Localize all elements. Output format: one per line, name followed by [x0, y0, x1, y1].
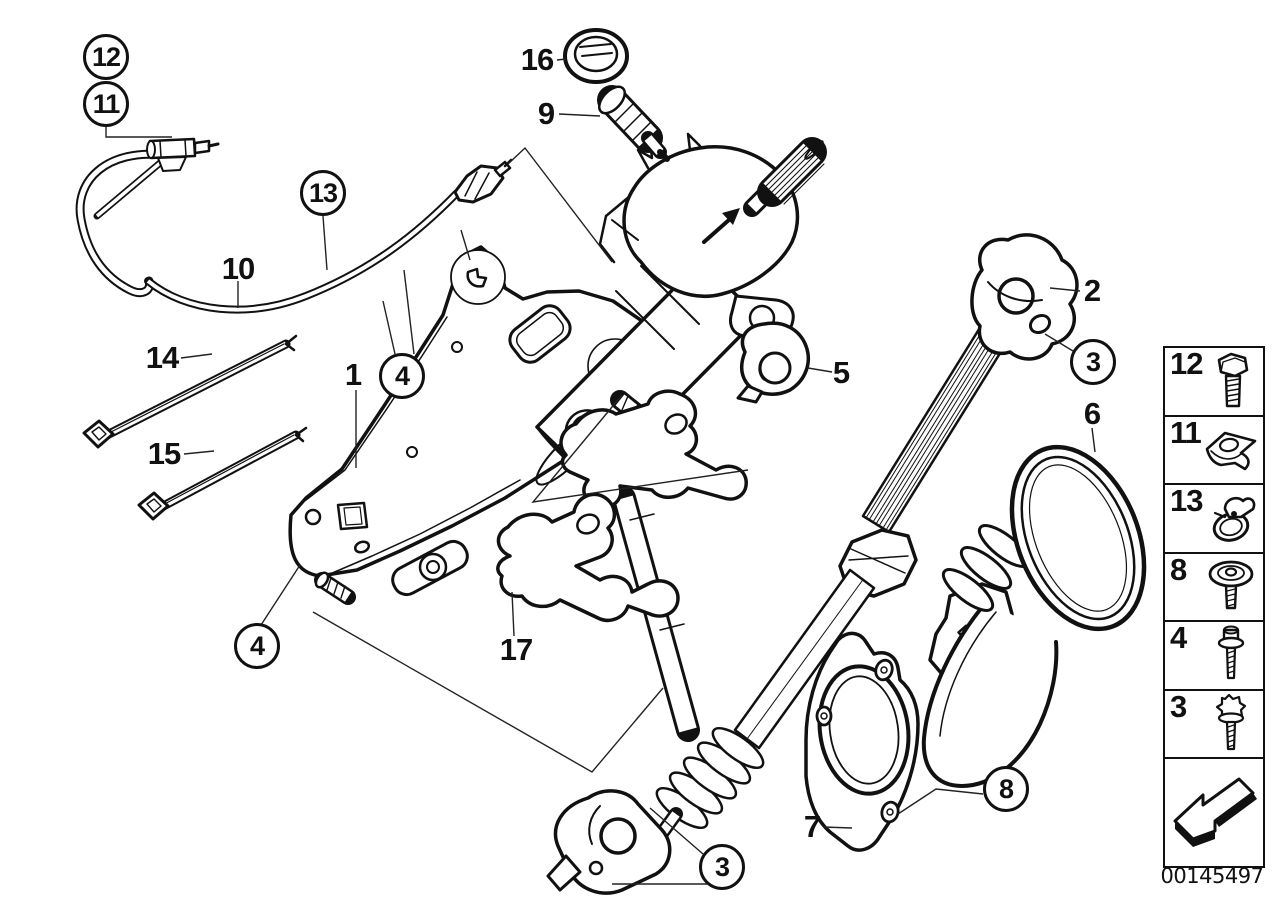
direction-arrow-icon: [1173, 777, 1257, 847]
hose-clamp-icon: [1212, 496, 1256, 542]
harness-clamp: [146, 137, 220, 172]
cable-tie-15: [137, 426, 308, 521]
leader-lines: [105, 58, 1096, 885]
boot-6: [921, 444, 1147, 788]
lock-ring-16: [563, 28, 629, 84]
sealing-plate-7: [804, 631, 920, 852]
callout-1[interactable]: 1: [344, 357, 362, 392]
legend-direction-box: [1165, 759, 1263, 866]
lower-universal-joint: [546, 789, 672, 895]
clip-nut-icon: [1205, 431, 1257, 470]
intermediate-shaft-2: [546, 233, 1079, 895]
cable-tie-14: [82, 334, 298, 449]
cable-harness-10: [75, 137, 513, 314]
shaft-bellows: [655, 726, 765, 830]
legend-item-3[interactable]: 3: [1165, 689, 1263, 759]
callout-2[interactable]: 2: [1083, 273, 1101, 308]
callout-14[interactable]: 14: [145, 340, 179, 375]
callout-15[interactable]: 15: [147, 436, 181, 471]
clamp-slide: [391, 539, 469, 597]
washer-screw-icon: [1208, 560, 1254, 609]
rubber-mount-5: [736, 321, 811, 404]
lock-cylinder-9: [597, 85, 670, 162]
diagram-part-number: 00145497: [1160, 864, 1264, 888]
torx-bolt-icon: [1215, 693, 1247, 750]
callout-11[interactable]: 11: [83, 81, 129, 127]
release-levers-17: [496, 389, 748, 623]
connector-plug: [453, 158, 513, 204]
legend-item-4[interactable]: 4: [1165, 620, 1263, 691]
callout-13[interactable]: 13: [300, 170, 346, 216]
callout-6[interactable]: 6: [1083, 396, 1101, 431]
fastener-legend: 12 11 13: [1163, 346, 1265, 868]
callout-4-lower[interactable]: 4: [234, 623, 280, 669]
legend-item-12[interactable]: 12: [1165, 346, 1263, 417]
legend-item-8[interactable]: 8: [1165, 552, 1263, 622]
legend-item-13[interactable]: 13: [1165, 483, 1263, 554]
splined-shaft-tip: [743, 137, 827, 217]
callout-3-upper[interactable]: 3: [1070, 339, 1116, 385]
callout-4-upper[interactable]: 4: [379, 353, 425, 399]
callout-16[interactable]: 16: [520, 42, 554, 77]
hex-bolt-icon: [1217, 352, 1249, 408]
callout-10[interactable]: 10: [221, 251, 255, 286]
callout-9[interactable]: 9: [537, 96, 555, 131]
callout-12[interactable]: 12: [83, 34, 129, 80]
callout-17[interactable]: 17: [499, 632, 533, 667]
flange-bolt-icon: [1217, 625, 1245, 680]
callout-8[interactable]: 8: [983, 766, 1029, 812]
callout-7[interactable]: 7: [803, 809, 821, 844]
pinch-bolt: [314, 571, 356, 605]
legend-item-11[interactable]: 11: [1165, 415, 1263, 485]
callout-3-lower[interactable]: 3: [699, 844, 745, 890]
callout-5[interactable]: 5: [832, 355, 850, 390]
